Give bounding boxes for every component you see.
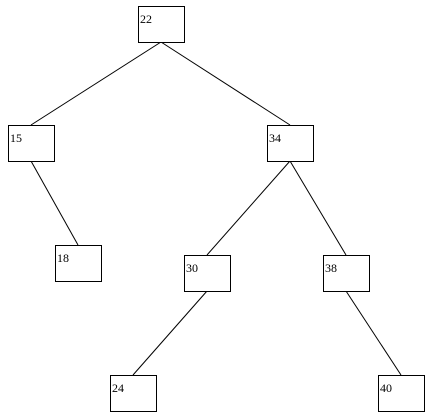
node-box xyxy=(378,375,425,412)
tree-edge xyxy=(289,160,347,256)
tree-edge xyxy=(132,290,208,376)
tree-node: 38 xyxy=(323,255,370,292)
tree-edge xyxy=(206,160,291,256)
tree-edge xyxy=(345,290,402,376)
node-label: 38 xyxy=(325,261,337,275)
node-box xyxy=(110,375,157,412)
node-label: 22 xyxy=(140,12,152,26)
edges-layer xyxy=(30,41,402,376)
tree-node: 15 xyxy=(8,125,55,162)
tree-node: 18 xyxy=(55,245,102,282)
tree-node: 40 xyxy=(378,375,425,412)
node-box xyxy=(184,255,231,292)
node-label: 15 xyxy=(10,131,22,145)
node-label: 24 xyxy=(112,381,124,395)
tree-edge xyxy=(160,41,291,126)
tree-edge xyxy=(30,160,79,246)
node-label: 30 xyxy=(186,261,198,275)
tree-node: 22 xyxy=(138,6,185,43)
node-box xyxy=(267,125,314,162)
node-label: 18 xyxy=(57,251,69,265)
tree-node: 34 xyxy=(267,125,314,162)
node-box xyxy=(323,255,370,292)
node-label: 40 xyxy=(380,381,392,395)
nodes-layer: 22 15 34 18 30 38 24 40 xyxy=(8,6,425,412)
node-box xyxy=(55,245,102,282)
node-label: 34 xyxy=(269,131,281,145)
node-box xyxy=(138,6,185,43)
tree-node: 30 xyxy=(184,255,231,292)
tree-node: 24 xyxy=(110,375,157,412)
tree-edge xyxy=(30,41,162,126)
node-box xyxy=(8,125,55,162)
